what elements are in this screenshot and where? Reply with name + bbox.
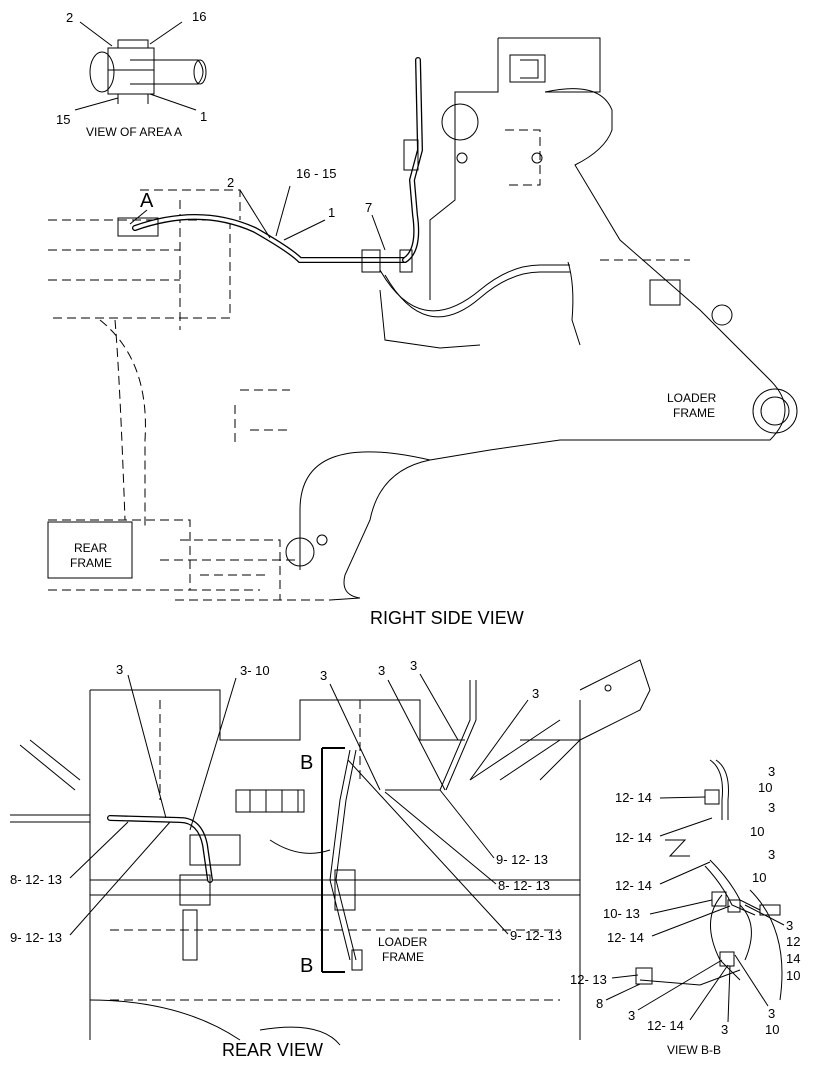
right-side-view: REAR FRAME LOADER FRAME [47, 37, 798, 628]
callout-bb-10-c: 10 [752, 870, 766, 885]
section-letter-b-bottom: B [300, 955, 313, 977]
callout-bb-12-14-c: 12- 14 [615, 878, 652, 893]
view-b-b: 3 10 12- 14 3 10 12- 14 3 10 12- 14 10- … [570, 759, 800, 1057]
callout-16-15-right: 16 - 15 [296, 166, 336, 181]
callout-bb-3-e: 3 [628, 1008, 635, 1023]
callout-bb-10-d: 10 [786, 968, 800, 983]
callout-rear-8-12-13-a: 8- 12- 13 [10, 872, 62, 887]
loader-frame-label-2: FRAME [673, 406, 715, 420]
callout-bb-3-d: 3 [786, 918, 793, 933]
callout-16: 16 [192, 9, 206, 24]
callout-rear-3-a: 3 [116, 662, 123, 677]
rear-view-title: REAR VIEW [222, 1040, 323, 1060]
section-letter-b-top: B [300, 752, 313, 774]
callout-rear-3-d: 3 [410, 658, 417, 673]
callout-bb-14: 14 [786, 951, 800, 966]
callout-rear-9-12-13-a: 9- 12- 13 [10, 930, 62, 945]
callout-bb-12-14-a: 12- 14 [615, 790, 652, 805]
callout-rear-3-e: 3 [532, 686, 539, 701]
callout-bb-8: 8 [596, 996, 603, 1011]
callout-2: 2 [66, 10, 73, 25]
callout-bb-10-a: 10 [758, 780, 772, 795]
callout-bb-3-g: 3 [768, 1006, 775, 1021]
callout-rear-3-10: 3- 10 [240, 663, 270, 678]
loader-frame-label-1: LOADER [667, 391, 717, 405]
callout-rear-3-b: 3 [320, 668, 327, 683]
view-bb-title: VIEW B-B [667, 1043, 721, 1057]
rear-frame-label-2: FRAME [70, 556, 112, 570]
callout-bb-10-e: 10 [765, 1022, 779, 1037]
callout-bb-12-14-e: 12- 14 [647, 1018, 684, 1033]
callout-bb-3-a: 3 [768, 764, 775, 779]
callout-rear-8-12-13-b: 8- 12- 13 [498, 878, 550, 893]
callout-rear-9-12-13-b: 9- 12- 13 [496, 852, 548, 867]
right-side-view-title: RIGHT SIDE VIEW [370, 608, 524, 628]
callout-7-right: 7 [365, 200, 372, 215]
callout-bb-12-14-b: 12- 14 [615, 830, 652, 845]
section-letter-a: A [140, 190, 154, 212]
callout-15: 15 [56, 112, 70, 127]
callout-bb-3-c: 3 [768, 847, 775, 862]
callout-bb-10-13: 10- 13 [603, 906, 640, 921]
view-a-title: VIEW OF AREA A [86, 125, 182, 139]
callout-1-right: 1 [328, 205, 335, 220]
rear-loader-frame-label-1: LOADER [378, 935, 428, 949]
callout-bb-12-13: 12- 13 [570, 972, 607, 987]
callout-bb-3-b: 3 [768, 800, 775, 815]
callout-bb-10-b: 10 [750, 824, 764, 839]
view-of-area-a: 2 16 15 1 VIEW OF AREA A [56, 9, 207, 139]
rear-view: B B LOADER FRAME 3 3- 10 3 3 3 3 8- 12- … [10, 658, 651, 1060]
callout-1: 1 [200, 109, 207, 124]
callout-rear-3-c: 3 [378, 663, 385, 678]
callout-bb-12-14-d: 12- 14 [607, 930, 644, 945]
callout-bb-12: 12 [786, 934, 800, 949]
callout-rear-9-12-13-c: 9- 12- 13 [510, 928, 562, 943]
rear-frame-label-1: REAR [74, 541, 108, 555]
rear-loader-frame-label-2: FRAME [382, 950, 424, 964]
callout-bb-3-f: 3 [721, 1022, 728, 1037]
callout-2-right: 2 [227, 175, 234, 190]
